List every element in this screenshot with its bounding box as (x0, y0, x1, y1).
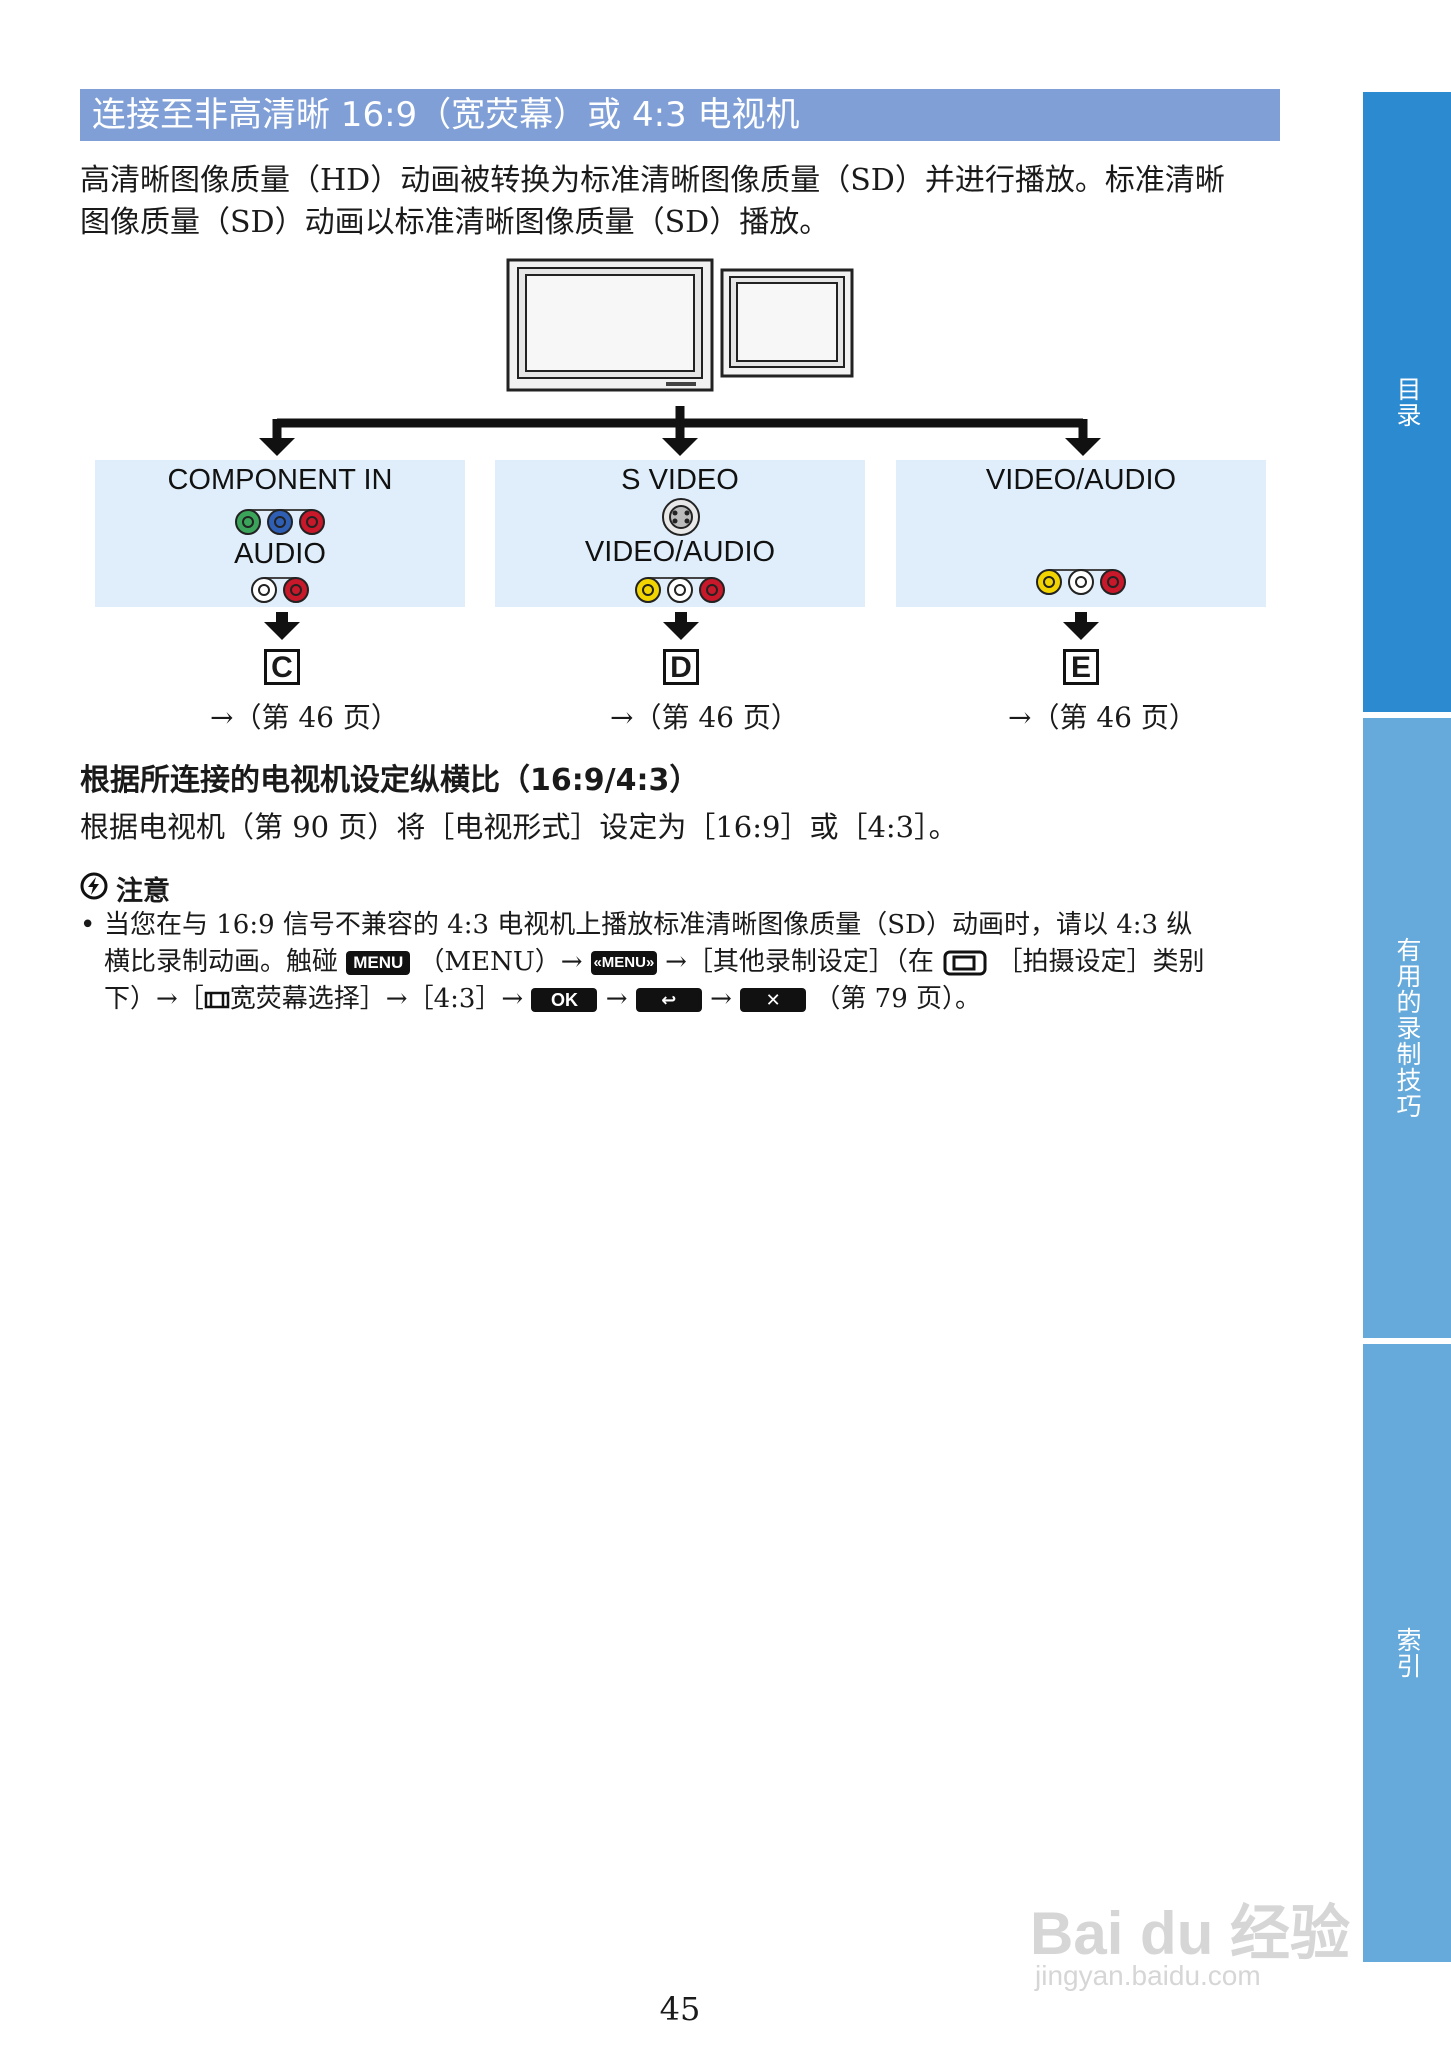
intro-line-2: 图像质量（SD）动画以标准清晰图像质量（SD）播放。 (80, 205, 830, 240)
branch-arrows (259, 406, 1101, 456)
watermark-brand: Bai du 经验 (1030, 1900, 1351, 1967)
caution-icon (80, 872, 108, 900)
note-line-2a: 横比录制动画。触碰 (104, 947, 339, 977)
tv-illustration (506, 258, 854, 392)
video-audio-box: VIDEO/AUDIO (896, 460, 1266, 607)
video-audio-only-label: VIDEO/AUDIO (985, 464, 1177, 496)
close-key[interactable]: ✕ (740, 988, 807, 1012)
tab-index[interactable]: 索引 (1363, 1344, 1451, 1962)
note-line-3b: 宽荧幕选择］→［4:3］→ (229, 984, 524, 1014)
note-line-3d: → (710, 984, 732, 1014)
return-key[interactable]: ↩ (635, 988, 702, 1012)
audio-jacks (251, 577, 309, 603)
widescreen-tv-icon (506, 258, 714, 392)
intro-line-1: 高清晰图像质量（HD）动画被转换为标准清晰图像质量（SD）并进行播放。标准清晰 (80, 163, 1225, 198)
arrow-down-icon (259, 438, 295, 456)
note-line-2b: （MENU）→ (418, 947, 583, 977)
audio-label: AUDIO (234, 538, 326, 570)
letter-e: E (1063, 649, 1099, 685)
component-in-label: COMPONENT IN (167, 464, 393, 496)
tab-index-label: 索引 (1393, 1627, 1422, 1679)
s-video-label: S VIDEO (621, 464, 739, 496)
arrow-down-icon (662, 438, 698, 456)
note-line-3a: 下）→［ (104, 984, 204, 1014)
menu-key[interactable]: MENU (346, 951, 411, 975)
component-box: COMPONENT IN AUDIO (95, 460, 465, 607)
tab-useful-recording-tips-label: 有用的录制技巧 (1393, 937, 1422, 1119)
av-jacks (1036, 569, 1126, 595)
note-title: 注意 (116, 876, 170, 907)
widescreen-icon (204, 991, 230, 1009)
arrow-down-icon (264, 612, 300, 640)
arrow-down-icon (1065, 438, 1101, 456)
tab-contents-label: 目录 (1393, 376, 1422, 428)
letter-d: D (663, 649, 699, 685)
ok-key[interactable]: OK (531, 988, 598, 1012)
aspect-heading: 根据所连接的电视机设定纵横比（16:9/4:3） (80, 763, 700, 798)
video-audio-label: VIDEO/AUDIO (584, 536, 776, 568)
s-video-box: S VIDEO VIDEO/AUDIO (495, 460, 865, 607)
menu-back-key[interactable]: «MENU» (590, 951, 657, 975)
aspect-body: 根据电视机（第 90 页）将［电视形式］设定为［16:9］或［4:3］。 (80, 810, 958, 844)
note-bullet: • (80, 910, 96, 940)
video-audio-jacks (635, 577, 725, 603)
note-line-3: 下）→［ 宽荧幕选择］→［4:3］→ OK → ↩ → ✕ （第 79 页）。 (104, 981, 981, 1018)
watermark-url: jingyan.baidu.com (1035, 1960, 1261, 1991)
section-title: 连接至非高清晰 16:9（宽荧幕）或 4:3 电视机 (80, 89, 1280, 141)
arrow-down-icon (1063, 612, 1099, 640)
tab-useful-recording-tips[interactable]: 有用的录制技巧 (1363, 718, 1451, 1338)
tab-contents[interactable]: 目录 (1363, 92, 1451, 712)
page-ref-d[interactable]: →（第 46 页） (610, 701, 799, 734)
standard-tv-icon (720, 268, 854, 378)
component-jacks (235, 509, 325, 535)
note-line-3e: （第 79 页）。 (814, 984, 982, 1014)
page-ref-e[interactable]: →（第 46 页） (1008, 701, 1197, 734)
note-line-2c: →［其他录制设定］（在 (665, 947, 934, 977)
s-video-jack-icon (662, 498, 700, 536)
note-line-2d: ［拍摄设定］类别 (996, 947, 1205, 977)
camera-mode-icon (943, 950, 987, 976)
letter-c: C (264, 649, 300, 685)
page-ref-c[interactable]: →（第 46 页） (210, 701, 399, 734)
note-line-3c: → (605, 984, 628, 1014)
page-number: 45 (659, 1990, 701, 2028)
note-line-1: 当您在与 16:9 信号不兼容的 4:3 电视机上播放标准清晰图像质量（SD）动… (104, 910, 1193, 940)
arrow-down-icon (663, 612, 699, 640)
note-line-2: 横比录制动画。触碰 MENU （MENU）→ «MENU» →［其他录制设定］（… (104, 944, 1204, 981)
